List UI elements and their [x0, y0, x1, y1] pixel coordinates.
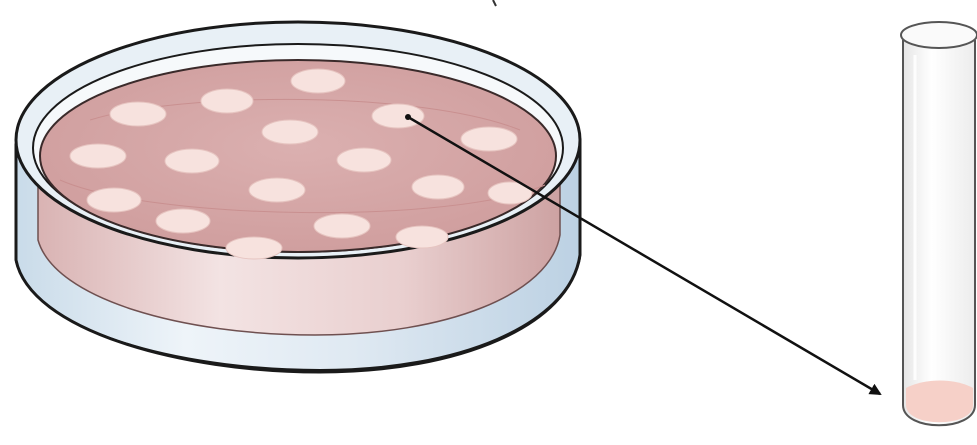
colony [314, 214, 370, 238]
test-tube [901, 22, 977, 425]
colony [337, 148, 391, 172]
arrow-origin-dot [405, 114, 411, 120]
colony [156, 209, 210, 233]
colony [201, 89, 253, 113]
colony [70, 144, 126, 168]
petri-dish [16, 22, 580, 372]
colony [226, 237, 282, 259]
colony [396, 226, 448, 248]
colony [461, 127, 517, 151]
stray-mark [493, 0, 496, 6]
colony [372, 104, 424, 128]
colony [249, 178, 305, 202]
colony [110, 102, 166, 126]
colony [87, 188, 141, 212]
colony [291, 69, 345, 93]
test-tube-rim [901, 22, 977, 48]
colony [412, 175, 464, 199]
colony [262, 120, 318, 144]
test-tube-liquid [906, 381, 973, 423]
colony [165, 149, 219, 173]
